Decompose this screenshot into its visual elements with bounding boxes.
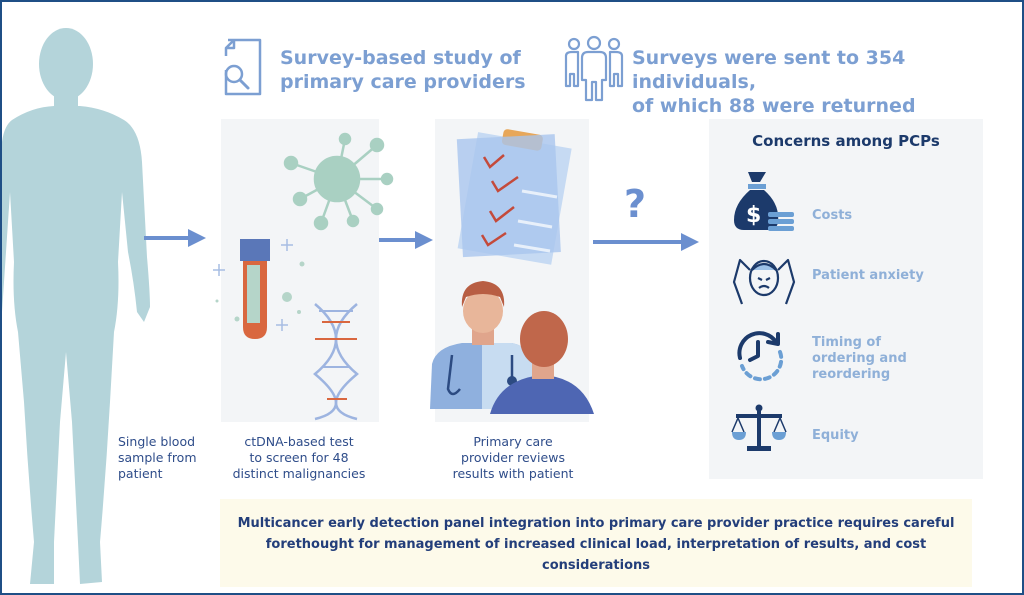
caption-line: provider reviews bbox=[461, 450, 565, 465]
study-line-2: primary care providers bbox=[280, 71, 526, 93]
surveys-line-1: Surveys were sent to 354 individuals, bbox=[632, 47, 906, 93]
concern-patient-anxiety: Patient anxiety bbox=[812, 268, 924, 284]
arrow-right-icon bbox=[379, 231, 433, 249]
surveys-description: Surveys were sent to 354 individuals, of… bbox=[632, 46, 1022, 118]
concern-timing: Timing of ordering and reordering bbox=[812, 335, 907, 383]
concern-timing-label-3: reordering bbox=[812, 367, 891, 382]
people-group-icon bbox=[564, 35, 624, 102]
caption-line: distinct malignancies bbox=[232, 466, 366, 481]
human-silhouette-icon bbox=[2, 28, 150, 584]
summary-box: Multicancer early detection panel integr… bbox=[220, 499, 972, 587]
caption-line: Primary care bbox=[473, 434, 553, 449]
step-caption-pcp-review: Primary care provider reviews results wi… bbox=[432, 434, 594, 482]
caption-line: Single blood bbox=[118, 434, 196, 449]
study-description: Survey-based study of primary care provi… bbox=[280, 46, 526, 94]
caption-line: ctDNA-based test bbox=[244, 434, 354, 449]
step-caption-ctdna-test: ctDNA-based test to screen for 48 distin… bbox=[224, 434, 374, 482]
step-caption-blood-sample: Single blood sample from patient bbox=[118, 434, 197, 482]
question-mark: ? bbox=[624, 182, 647, 226]
concern-equity: Equity bbox=[812, 428, 859, 444]
concern-timing-label-2: ordering and bbox=[812, 351, 907, 366]
concern-costs-label: Costs bbox=[812, 208, 853, 223]
money-bag-icon: $ bbox=[734, 172, 794, 231]
scales-icon bbox=[731, 404, 787, 451]
summary-line-3: considerations bbox=[542, 558, 650, 573]
caption-line: sample from bbox=[118, 450, 197, 465]
anxious-person-icon bbox=[732, 258, 796, 305]
clock-refresh-icon bbox=[737, 331, 784, 382]
concern-patient-anxiety-label: Patient anxiety bbox=[812, 268, 924, 283]
study-line-1: Survey-based study of bbox=[280, 47, 521, 69]
summary-line-2: forethought for management of increased … bbox=[265, 537, 927, 552]
concern-costs: Costs bbox=[812, 208, 852, 224]
caption-line: results with patient bbox=[452, 466, 574, 481]
test-tube-virus-dna-icon bbox=[213, 132, 394, 421]
document-search-icon bbox=[224, 38, 262, 96]
arrow-right-icon bbox=[593, 233, 699, 251]
concerns-title: Concerns among PCPs bbox=[752, 132, 940, 150]
summary-text: Multicancer early detection panel integr… bbox=[230, 513, 962, 576]
svg-text:$: $ bbox=[746, 203, 761, 228]
concern-equity-label: Equity bbox=[812, 428, 859, 443]
surveys-line-2: of which 88 were returned bbox=[632, 95, 916, 117]
clipboard-doctor-patient-icon bbox=[430, 129, 594, 414]
caption-line: to screen for 48 bbox=[249, 450, 349, 465]
concern-timing-label-1: Timing of bbox=[812, 335, 881, 350]
arrow-right-icon bbox=[144, 229, 206, 247]
caption-line: patient bbox=[118, 466, 163, 481]
summary-line-1: Multicancer early detection panel integr… bbox=[237, 516, 955, 531]
